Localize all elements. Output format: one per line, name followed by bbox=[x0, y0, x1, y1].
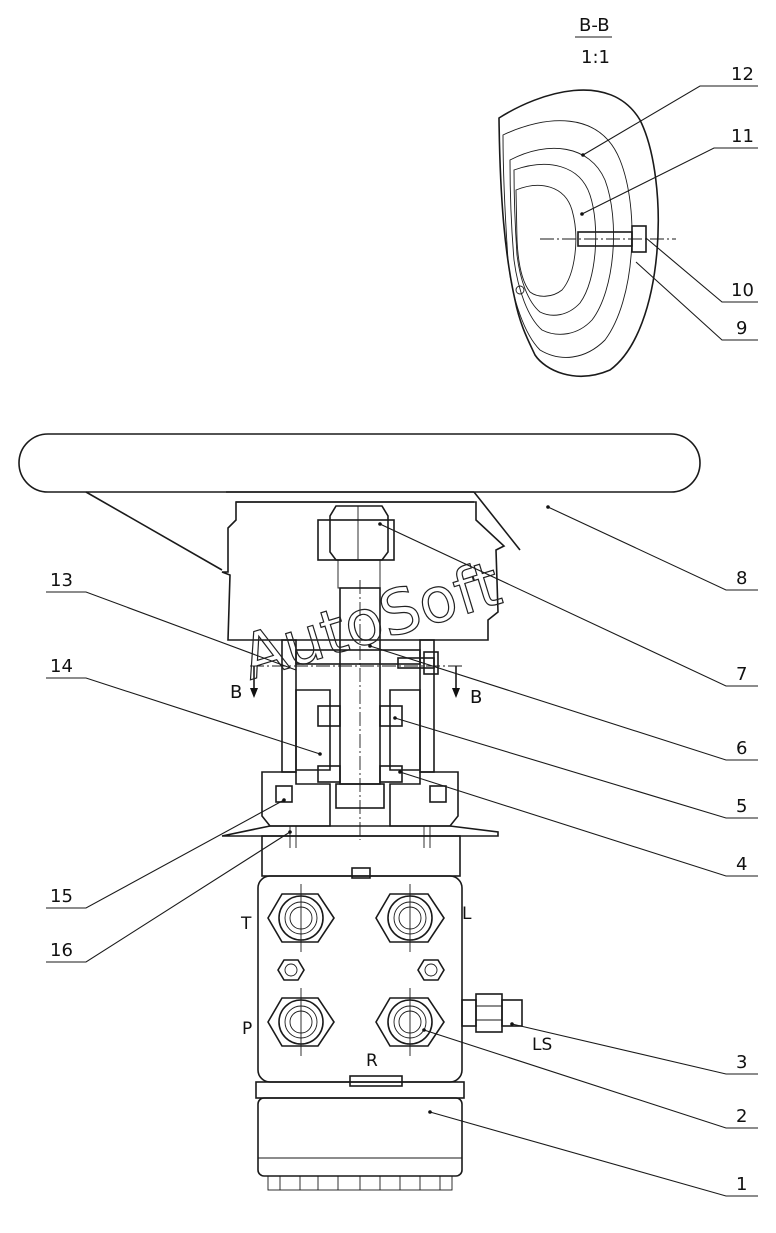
bearing-5 bbox=[317, 705, 341, 727]
ls-fitting bbox=[461, 993, 523, 1033]
callout-1: 1 bbox=[736, 1174, 747, 1195]
motor-body bbox=[257, 1097, 463, 1177]
section-title: B-B bbox=[579, 15, 610, 36]
section-ring-12 bbox=[502, 120, 633, 358]
callout-2: 2 bbox=[736, 1106, 747, 1127]
callout-5: 5 bbox=[736, 796, 747, 817]
callout-8: 8 bbox=[736, 568, 747, 589]
port-r-fitting bbox=[375, 988, 445, 1056]
bolt-6 bbox=[397, 657, 435, 669]
callout-3: 3 bbox=[736, 1052, 747, 1073]
section-core bbox=[515, 184, 577, 297]
callout-10: 10 bbox=[731, 280, 754, 301]
wheel-spoke-left bbox=[85, 491, 223, 571]
callout-11: 11 bbox=[731, 126, 754, 147]
plug-left bbox=[277, 959, 305, 981]
port-t-fitting bbox=[267, 884, 335, 952]
wheel-rim bbox=[18, 433, 701, 493]
port-l-label: L bbox=[462, 904, 472, 924]
callout-6: 6 bbox=[736, 738, 747, 759]
port-p-fitting bbox=[267, 988, 335, 1056]
cut-mark-left: B bbox=[230, 682, 242, 703]
wheel-spoke-right bbox=[473, 491, 521, 551]
column-housing-14 bbox=[295, 689, 331, 771]
cut-mark-right: B bbox=[470, 687, 482, 708]
section-view-bb: B-B 1:1 bbox=[498, 15, 676, 378]
section-ring-11 bbox=[509, 147, 614, 335]
section-scale: 1:1 bbox=[581, 47, 610, 68]
column-body: B B bbox=[221, 580, 499, 877]
callout-4: 4 bbox=[736, 854, 747, 875]
port-r-label: R bbox=[366, 1051, 378, 1071]
callout-numbers: 12 11 10 9 8 7 6 5 4 3 2 1 13 14 15 16 bbox=[50, 64, 754, 1195]
motor-unit bbox=[255, 1081, 465, 1191]
callout-13: 13 bbox=[50, 570, 73, 591]
callout-9: 9 bbox=[736, 318, 747, 339]
section-core-hole bbox=[515, 285, 525, 295]
valve-block: T L P R LS bbox=[240, 867, 552, 1087]
port-t-label: T bbox=[240, 914, 252, 934]
port-ls-label: LS bbox=[532, 1035, 552, 1055]
plug-right bbox=[417, 959, 445, 981]
steering-wheel bbox=[18, 433, 701, 641]
callout-14: 14 bbox=[50, 656, 73, 677]
port-l-fitting bbox=[375, 884, 445, 952]
seal-15 bbox=[275, 785, 293, 803]
callout-16: 16 bbox=[50, 940, 73, 961]
bearing-4 bbox=[317, 765, 341, 783]
base-flange bbox=[261, 771, 331, 827]
callout-15: 15 bbox=[50, 886, 73, 907]
callout-7: 7 bbox=[736, 664, 747, 685]
callout-leaders bbox=[46, 85, 758, 1197]
column-sleeve-right bbox=[419, 639, 435, 773]
section-inner-ring bbox=[513, 164, 597, 316]
wheel-hub-body bbox=[221, 501, 506, 641]
port-p-label: P bbox=[242, 1019, 252, 1039]
callout-12: 12 bbox=[731, 64, 754, 85]
motor-bolts bbox=[267, 1175, 453, 1191]
hub-nut-7 bbox=[329, 505, 389, 561]
top-plate-13 bbox=[295, 649, 421, 665]
watermark: AutoSoft bbox=[233, 547, 509, 695]
shaft-end-nut bbox=[335, 783, 385, 809]
valve-block-body bbox=[257, 875, 463, 1083]
